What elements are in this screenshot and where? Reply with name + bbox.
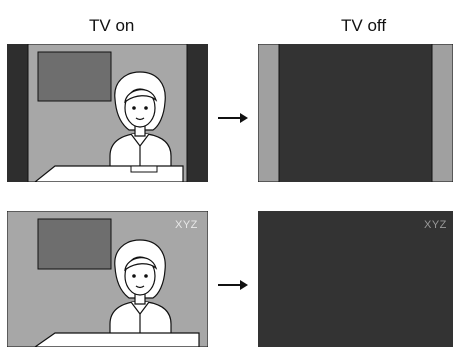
inset-panel <box>38 52 111 101</box>
tv-on-screen-row2 <box>7 211 208 347</box>
dark-screen <box>258 44 453 182</box>
tv-on-label: TV on <box>89 16 134 36</box>
desk <box>35 333 199 347</box>
arrow-right-icon <box>218 112 248 124</box>
channel-logo-off: XYZ <box>424 219 447 231</box>
dark-screen <box>258 211 453 347</box>
arrow-right-icon <box>218 279 248 291</box>
tv-off-screen-row1 <box>258 44 453 182</box>
right-bright-bar <box>432 44 453 182</box>
inset-panel <box>38 219 111 269</box>
tv-on-screen-row1 <box>7 44 208 182</box>
tv-off-screen-row2 <box>258 211 453 347</box>
desk <box>35 166 183 182</box>
channel-logo-on: XYZ <box>175 219 198 231</box>
tv-off-label: TV off <box>341 16 386 36</box>
left-bright-bar <box>258 44 279 182</box>
desk-papers <box>131 166 157 172</box>
